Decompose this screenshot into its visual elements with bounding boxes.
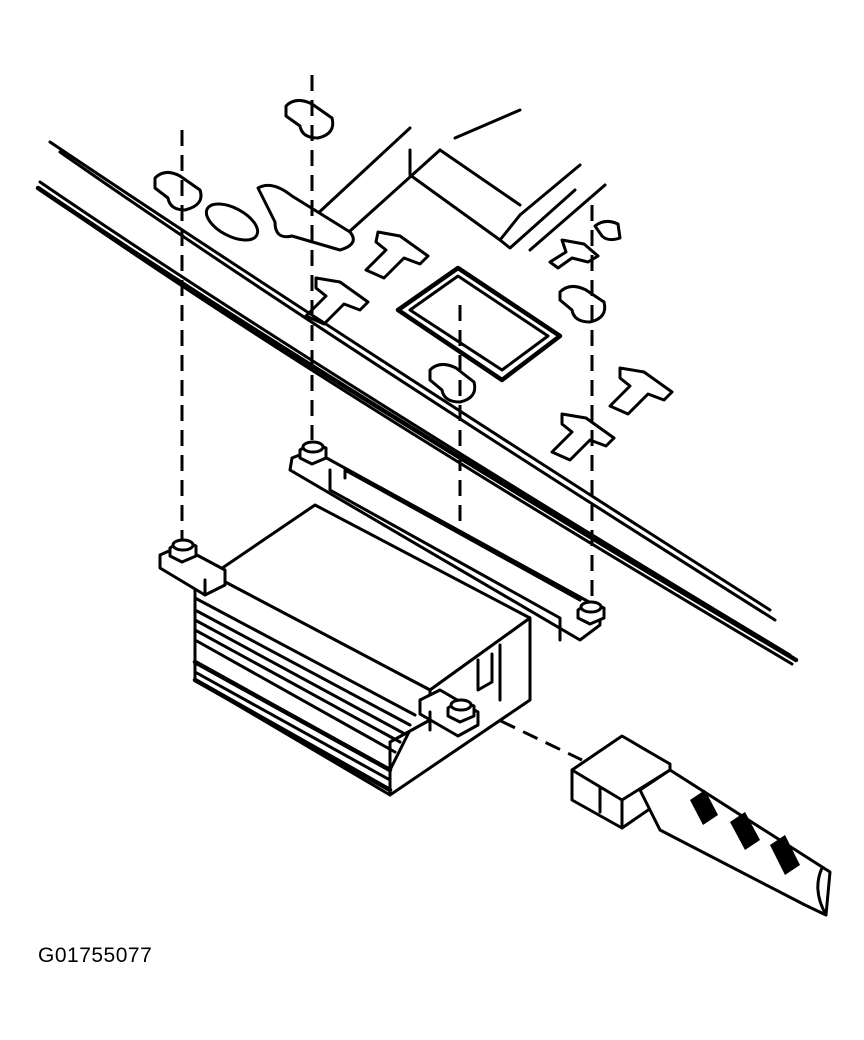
nut-rear-left (298, 440, 328, 466)
nut-front-right (446, 698, 476, 724)
wiring-harness (638, 768, 832, 917)
figure-id-label: G01755077 (38, 944, 153, 967)
nut-front-left (168, 538, 198, 564)
crossmember-rail (35, 140, 799, 666)
nut-rear-right (576, 600, 606, 626)
mounting-nuts (168, 440, 606, 724)
mounting-panel (153, 99, 674, 462)
